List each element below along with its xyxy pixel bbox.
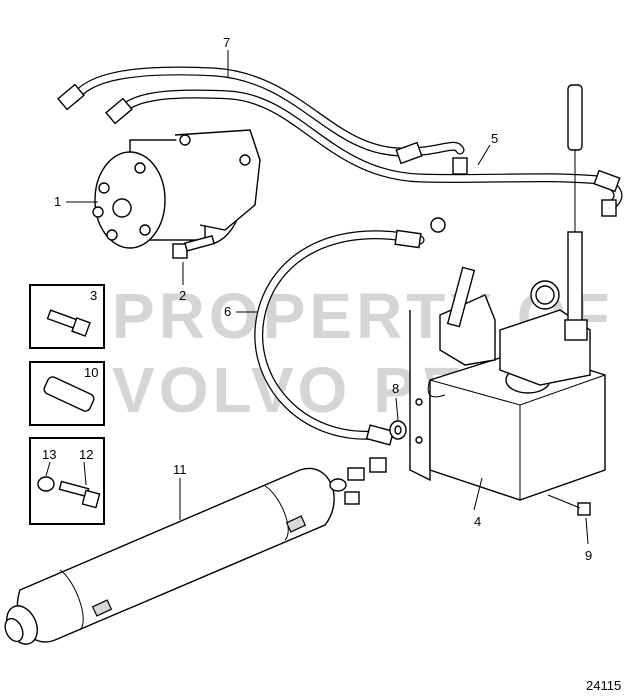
callout-8: 8 — [392, 381, 399, 396]
callout-5: 5 — [491, 131, 498, 146]
callout-12: 12 — [79, 447, 93, 462]
callout-1: 1 — [54, 194, 61, 209]
callouts: 1 2 3 4 5 6 7 8 9 10 11 12 13 24115 — [42, 35, 621, 693]
hose-7 — [57, 66, 605, 185]
figure-number: 24115 — [586, 678, 621, 693]
callout-9: 9 — [585, 548, 592, 563]
bolt-2 — [172, 235, 215, 259]
callout-2: 2 — [179, 288, 186, 303]
steering-cylinder — [4, 467, 360, 645]
callout-11: 11 — [173, 462, 187, 477]
inset-parts-12-13 — [29, 437, 105, 525]
callout-13: 13 — [42, 447, 56, 462]
hose-6 — [254, 229, 425, 446]
inset-part-3 — [29, 284, 105, 349]
bolt-9 — [547, 494, 591, 516]
washer-8 — [389, 420, 407, 440]
callout-7: 7 — [223, 35, 230, 50]
fittings — [329, 457, 387, 492]
callout-6: 6 — [224, 304, 231, 319]
callout-4: 4 — [474, 514, 481, 529]
inset-part-10 — [29, 361, 105, 426]
hydraulic-power-unit — [409, 84, 606, 501]
hose-5 — [593, 169, 623, 217]
helm-pump — [92, 129, 261, 249]
leader-lines — [45, 50, 589, 545]
callout-10: 10 — [84, 365, 98, 380]
callout-3: 3 — [90, 288, 97, 303]
